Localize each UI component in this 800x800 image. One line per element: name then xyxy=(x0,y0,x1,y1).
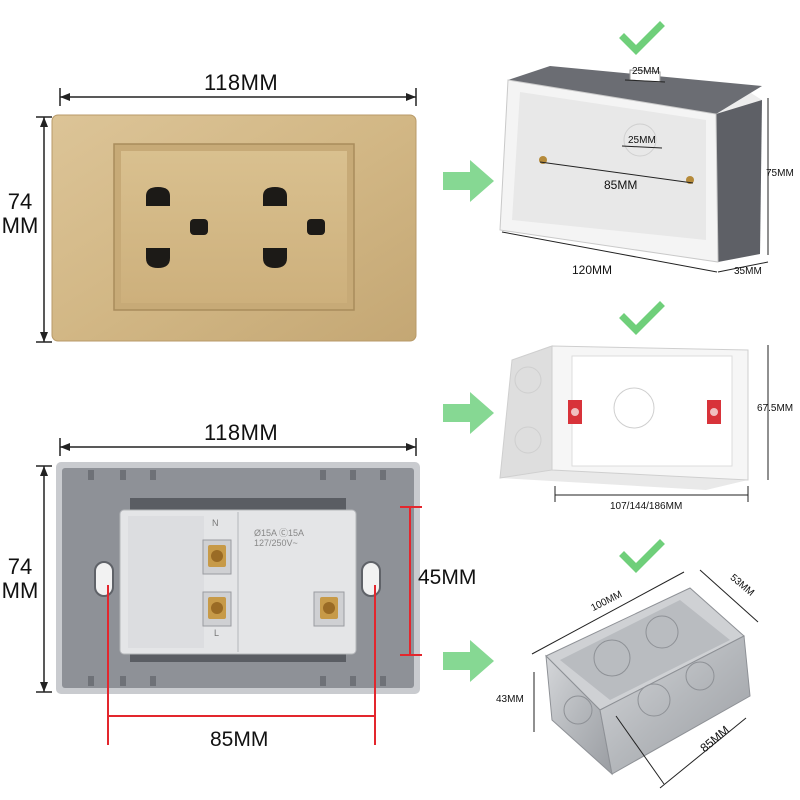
box1-length-label: 120MM xyxy=(572,263,613,277)
right-arrow-icon xyxy=(443,160,494,682)
top-slot-label: 25MM xyxy=(632,66,660,77)
back-height-unit: MM xyxy=(1,578,39,603)
inner-slot-label: 25MM xyxy=(628,135,656,146)
socket-right xyxy=(263,187,325,268)
front-height-number: 74 xyxy=(7,189,33,214)
box3-height-label: 43MM xyxy=(496,694,524,705)
rating-marking-1: Ø15A Ⓒ15A xyxy=(254,528,305,538)
hole-spacing-label: 85MM xyxy=(604,178,638,192)
socket-left xyxy=(146,187,208,268)
front-height-unit: MM xyxy=(1,213,39,238)
brass-terminals xyxy=(202,539,345,627)
rating-marking-2: 127/250V~ xyxy=(254,538,298,548)
front-height-label: 74 MM xyxy=(0,190,40,238)
line-marking: L xyxy=(214,628,220,638)
front-width-label: 118MM xyxy=(204,70,279,95)
mount-width-label: 85MM xyxy=(210,728,269,751)
neutral-marking: N xyxy=(212,518,219,528)
box2-height-label: 67.5MM xyxy=(757,403,794,414)
box1-depth-label: 35MM xyxy=(734,266,762,277)
box2-length-label: 107/144/186MM xyxy=(610,501,683,512)
back-height-label: 74 MM xyxy=(0,555,40,603)
mount-height-label: 45MM xyxy=(418,566,477,589)
back-height-number: 74 xyxy=(7,554,33,579)
back-width-label: 118MM xyxy=(204,420,279,445)
box1-height-label: 75MM xyxy=(766,168,794,179)
check-icon xyxy=(619,21,665,573)
